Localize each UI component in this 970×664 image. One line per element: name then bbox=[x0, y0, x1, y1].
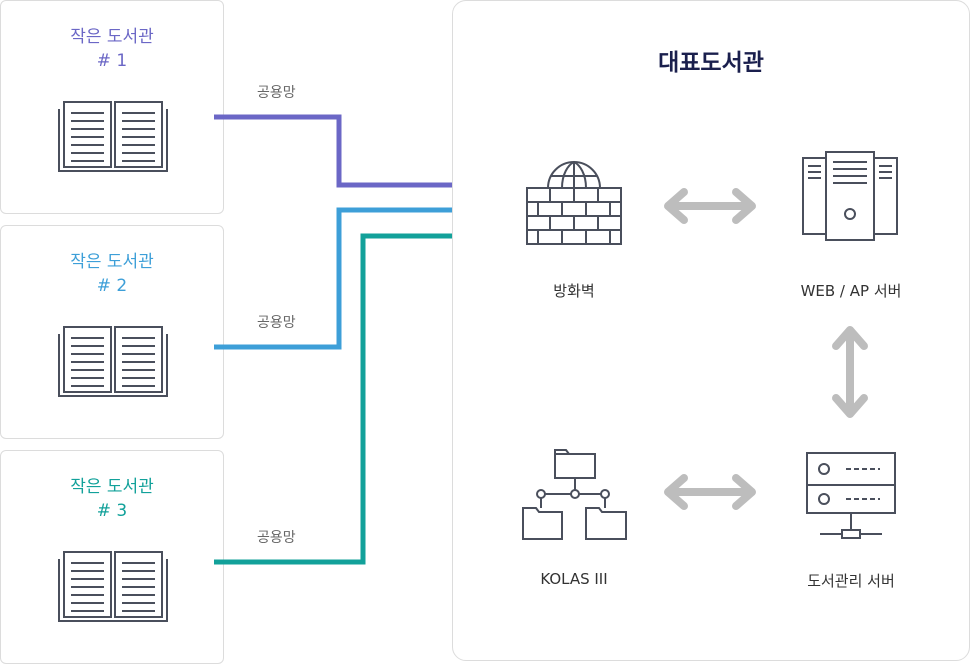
network-label-3: 공용망 bbox=[257, 530, 296, 546]
server-tower-icon bbox=[802, 151, 898, 241]
central-library-panel: 대표도서관 bbox=[452, 0, 970, 661]
library-3-number: # 3 bbox=[96, 501, 128, 521]
double-arrow-icon bbox=[664, 474, 756, 510]
rack-server-icon bbox=[806, 452, 896, 539]
network-label-1: 공용망 bbox=[257, 85, 296, 101]
library-1-title: 작은 도서관 # 1 bbox=[1, 25, 223, 73]
network-line-3 bbox=[214, 233, 461, 565]
small-library-2: 작은 도서관 # 2 bbox=[0, 225, 224, 439]
library-1-name: 작은 도서관 bbox=[70, 27, 154, 47]
library-server-label: 도서관리 서버 bbox=[807, 572, 895, 590]
library-3-title: 작은 도서관 # 3 bbox=[1, 475, 223, 523]
firewall-label: 방화벽 bbox=[553, 282, 595, 300]
open-book-icon bbox=[58, 551, 168, 622]
library-3-name: 작은 도서관 bbox=[70, 477, 154, 497]
library-2-title: 작은 도서관 # 2 bbox=[1, 250, 223, 298]
open-book-icon bbox=[58, 326, 168, 397]
network-line-2 bbox=[214, 207, 461, 350]
open-book-icon bbox=[58, 101, 168, 172]
library-2-name: 작은 도서관 bbox=[70, 252, 154, 272]
double-arrow-icon bbox=[832, 326, 868, 418]
central-library-title: 대표도서관 bbox=[658, 50, 764, 76]
small-library-3: 작은 도서관 # 3 bbox=[0, 450, 224, 664]
folder-tree-icon bbox=[522, 449, 627, 540]
web-ap-server-label: WEB / AP 서버 bbox=[800, 282, 902, 300]
kolas-label: KOLAS III bbox=[540, 570, 608, 588]
firewall-globe-icon bbox=[526, 160, 622, 245]
library-2-number: # 2 bbox=[96, 276, 128, 296]
network-line-1 bbox=[214, 114, 461, 188]
network-label-2: 공용망 bbox=[257, 315, 296, 331]
library-1-number: # 1 bbox=[96, 51, 128, 71]
double-arrow-icon bbox=[664, 188, 756, 224]
small-library-1: 작은 도서관 # 1 bbox=[0, 0, 224, 214]
